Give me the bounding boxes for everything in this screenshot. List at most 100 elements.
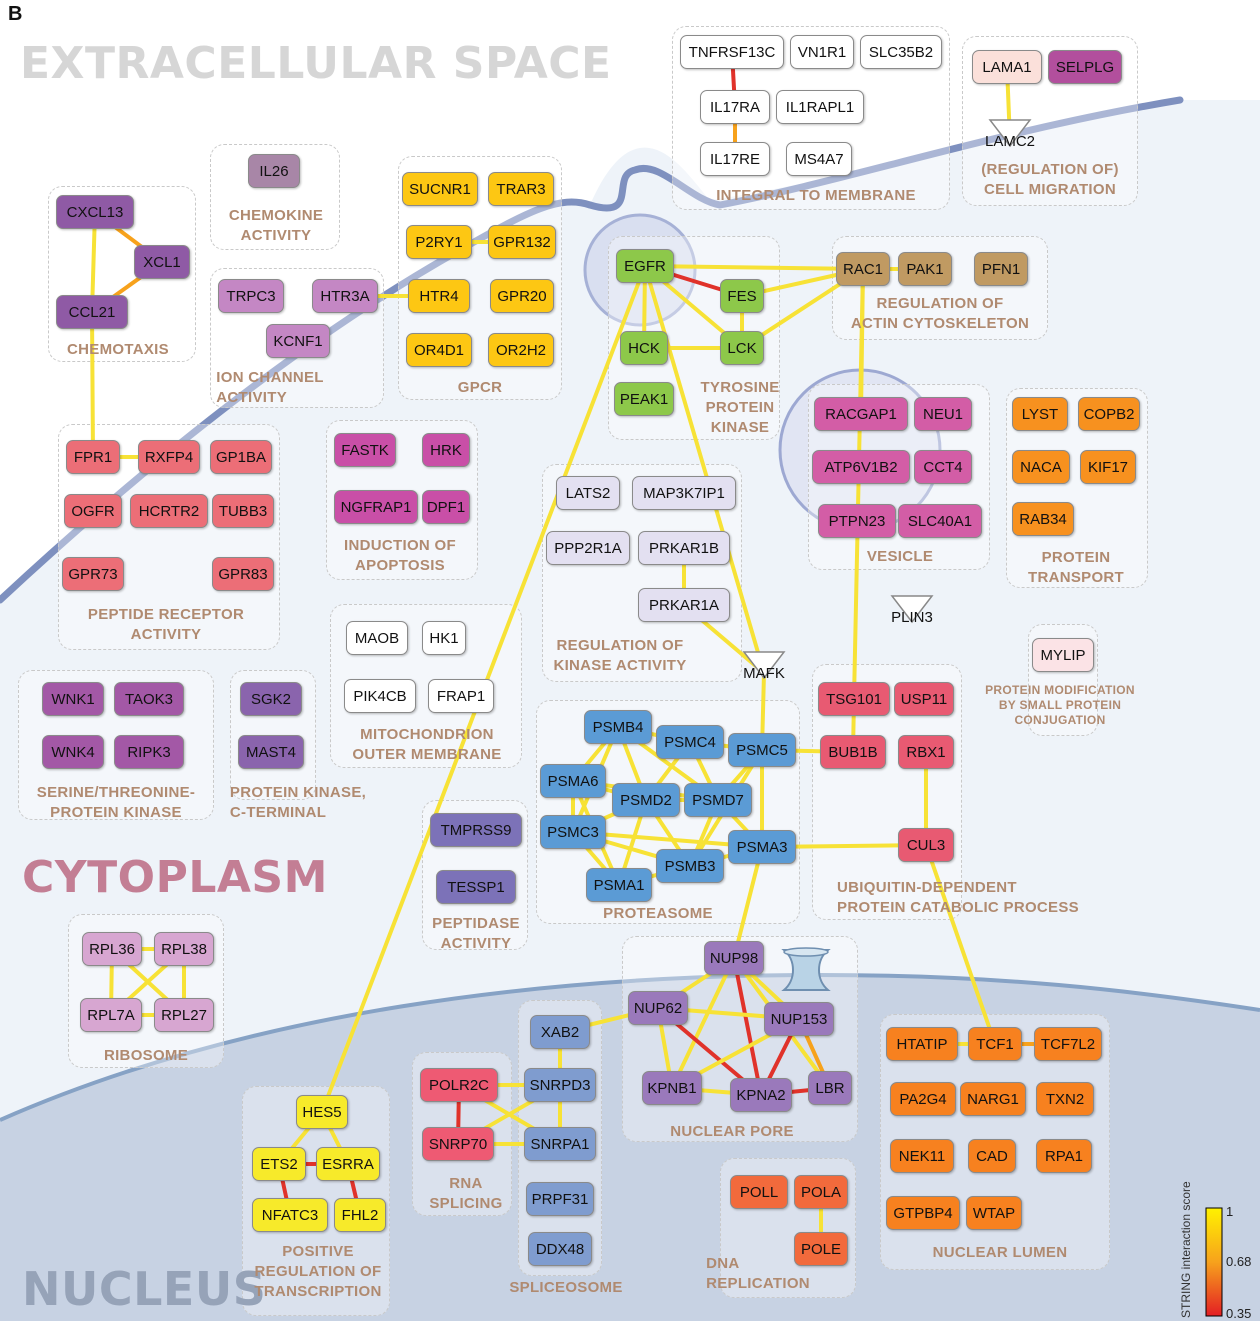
node-KPNA2[interactable]: KPNA2 bbox=[730, 1078, 792, 1112]
node-PEAK1[interactable]: PEAK1 bbox=[614, 382, 674, 416]
node-HK1[interactable]: HK1 bbox=[422, 621, 466, 655]
node-MAP3K7IP1[interactable]: MAP3K7IP1 bbox=[632, 476, 736, 510]
node-BUB1B[interactable]: BUB1B bbox=[820, 735, 886, 769]
node-SGK2[interactable]: SGK2 bbox=[240, 682, 302, 716]
node-HRK[interactable]: HRK bbox=[422, 433, 470, 467]
node-LCK[interactable]: LCK bbox=[720, 331, 764, 365]
node-WNK1[interactable]: WNK1 bbox=[42, 682, 104, 716]
node-PRPF31[interactable]: PRPF31 bbox=[526, 1182, 594, 1216]
node-CUL3[interactable]: CUL3 bbox=[898, 828, 954, 862]
node-RPL36[interactable]: RPL36 bbox=[82, 932, 142, 966]
node-MYLIP[interactable]: MYLIP bbox=[1032, 638, 1094, 672]
node-NUP98[interactable]: NUP98 bbox=[704, 941, 764, 975]
node-TXN2[interactable]: TXN2 bbox=[1036, 1082, 1094, 1116]
node-SUCNR1[interactable]: SUCNR1 bbox=[402, 172, 478, 206]
node-RPL7A[interactable]: RPL7A bbox=[80, 998, 142, 1032]
node-NGFRAP1[interactable]: NGFRAP1 bbox=[334, 490, 418, 524]
node-SNRPD3[interactable]: SNRPD3 bbox=[524, 1068, 596, 1102]
node-TESSP1[interactable]: TESSP1 bbox=[436, 870, 516, 904]
node-LBR[interactable]: LBR bbox=[808, 1071, 852, 1105]
node-WNK4[interactable]: WNK4 bbox=[42, 735, 104, 769]
node-TCF1[interactable]: TCF1 bbox=[968, 1027, 1022, 1061]
node-COPB2[interactable]: COPB2 bbox=[1078, 397, 1140, 431]
node-POLR2C[interactable]: POLR2C bbox=[420, 1068, 498, 1102]
node-PSMA6[interactable]: PSMA6 bbox=[540, 764, 606, 798]
node-PSMB3[interactable]: PSMB3 bbox=[656, 849, 724, 883]
node-FES[interactable]: FES bbox=[720, 279, 764, 313]
node-TMPRSS9[interactable]: TMPRSS9 bbox=[430, 813, 522, 847]
node-MAOB[interactable]: MAOB bbox=[346, 621, 408, 655]
node-SLC35B2[interactable]: SLC35B2 bbox=[860, 35, 942, 69]
node-FPR1[interactable]: FPR1 bbox=[66, 440, 120, 474]
node-GPR20[interactable]: GPR20 bbox=[490, 279, 554, 313]
node-IL17RE[interactable]: IL17RE bbox=[700, 142, 770, 176]
node-IL1RAPL1[interactable]: IL1RAPL1 bbox=[776, 90, 864, 124]
node-SLC40A1[interactable]: SLC40A1 bbox=[898, 504, 982, 538]
node-PSMD7[interactable]: PSMD7 bbox=[684, 783, 752, 817]
node-WTAP[interactable]: WTAP bbox=[966, 1196, 1022, 1230]
node-DDX48[interactable]: DDX48 bbox=[528, 1232, 592, 1266]
node-TAOK3[interactable]: TAOK3 bbox=[114, 682, 184, 716]
node-PLIN3[interactable]: PLIN3 bbox=[882, 595, 942, 634]
node-FHL2[interactable]: FHL2 bbox=[334, 1198, 386, 1232]
node-DPF1[interactable]: DPF1 bbox=[422, 490, 470, 524]
node-HTR3A[interactable]: HTR3A bbox=[312, 279, 378, 313]
node-RIPK3[interactable]: RIPK3 bbox=[114, 735, 184, 769]
node-VN1R1[interactable]: VN1R1 bbox=[790, 35, 854, 69]
node-SNRPA1[interactable]: SNRPA1 bbox=[524, 1127, 596, 1161]
node-PSMC3[interactable]: PSMC3 bbox=[540, 815, 606, 849]
node-MAFK[interactable]: MAFK bbox=[734, 651, 794, 690]
node-TUBB3[interactable]: TUBB3 bbox=[212, 494, 274, 528]
node-USP11[interactable]: USP11 bbox=[894, 682, 954, 716]
node-MS4A7[interactable]: MS4A7 bbox=[786, 142, 852, 176]
node-PSMB4[interactable]: PSMB4 bbox=[584, 710, 652, 744]
node-NARG1[interactable]: NARG1 bbox=[960, 1082, 1026, 1116]
node-RAB34[interactable]: RAB34 bbox=[1012, 502, 1074, 536]
node-SNRP70[interactable]: SNRP70 bbox=[422, 1127, 494, 1161]
node-RAC1[interactable]: RAC1 bbox=[836, 252, 890, 286]
node-PRKAR1B[interactable]: PRKAR1B bbox=[638, 531, 730, 565]
node-NEK11[interactable]: NEK11 bbox=[890, 1139, 954, 1173]
node-GPR73[interactable]: GPR73 bbox=[62, 557, 124, 591]
node-GPR83[interactable]: GPR83 bbox=[212, 557, 274, 591]
node-RBX1[interactable]: RBX1 bbox=[898, 735, 954, 769]
node-GPR132[interactable]: GPR132 bbox=[488, 225, 556, 259]
node-NUP153[interactable]: NUP153 bbox=[764, 1002, 834, 1036]
node-RXFP4[interactable]: RXFP4 bbox=[138, 440, 200, 474]
node-PIK4CB[interactable]: PIK4CB bbox=[344, 679, 416, 713]
node-FRAP1[interactable]: FRAP1 bbox=[428, 679, 494, 713]
node-EGFR[interactable]: EGFR bbox=[616, 249, 674, 283]
node-PA2G4[interactable]: PA2G4 bbox=[890, 1082, 956, 1116]
node-CCL21[interactable]: CCL21 bbox=[56, 295, 128, 329]
node-KIF17[interactable]: KIF17 bbox=[1080, 450, 1136, 484]
node-TNFRSF13C[interactable]: TNFRSF13C bbox=[680, 35, 784, 69]
node-HCRTR2[interactable]: HCRTR2 bbox=[130, 494, 208, 528]
node-LATS2[interactable]: LATS2 bbox=[556, 476, 620, 510]
node-IL17RA[interactable]: IL17RA bbox=[700, 90, 770, 124]
node-HTATIP[interactable]: HTATIP bbox=[886, 1027, 958, 1061]
node-TCF7L2[interactable]: TCF7L2 bbox=[1034, 1027, 1102, 1061]
node-ETS2[interactable]: ETS2 bbox=[252, 1147, 306, 1181]
node-PSMA3[interactable]: PSMA3 bbox=[728, 830, 796, 864]
node-XCL1[interactable]: XCL1 bbox=[134, 245, 190, 279]
node-KCNF1[interactable]: KCNF1 bbox=[266, 324, 330, 358]
node-ESRRA[interactable]: ESRRA bbox=[316, 1147, 380, 1181]
node-CAD[interactable]: CAD bbox=[968, 1139, 1016, 1173]
node-POLE[interactable]: POLE bbox=[794, 1232, 848, 1266]
node-PSMC4[interactable]: PSMC4 bbox=[656, 725, 724, 759]
node-NUP62[interactable]: NUP62 bbox=[628, 991, 688, 1025]
node-LAMC2[interactable]: LAMC2 bbox=[978, 119, 1042, 158]
node-IL26[interactable]: IL26 bbox=[248, 154, 300, 188]
node-GP1BA[interactable]: GP1BA bbox=[210, 440, 272, 474]
node-CXCL13[interactable]: CXCL13 bbox=[56, 195, 134, 229]
node-PAK1[interactable]: PAK1 bbox=[898, 252, 952, 286]
node-SELPLG[interactable]: SELPLG bbox=[1048, 50, 1122, 84]
node-CCT4[interactable]: CCT4 bbox=[914, 450, 972, 484]
node-NEU1[interactable]: NEU1 bbox=[914, 397, 972, 431]
node-RPL27[interactable]: RPL27 bbox=[154, 998, 214, 1032]
node-PSMC5[interactable]: PSMC5 bbox=[728, 733, 796, 767]
node-POLL[interactable]: POLL bbox=[730, 1175, 788, 1209]
node-OGFR[interactable]: OGFR bbox=[64, 494, 122, 528]
node-LAMA1[interactable]: LAMA1 bbox=[972, 50, 1042, 84]
node-OR2H2[interactable]: OR2H2 bbox=[488, 333, 554, 367]
